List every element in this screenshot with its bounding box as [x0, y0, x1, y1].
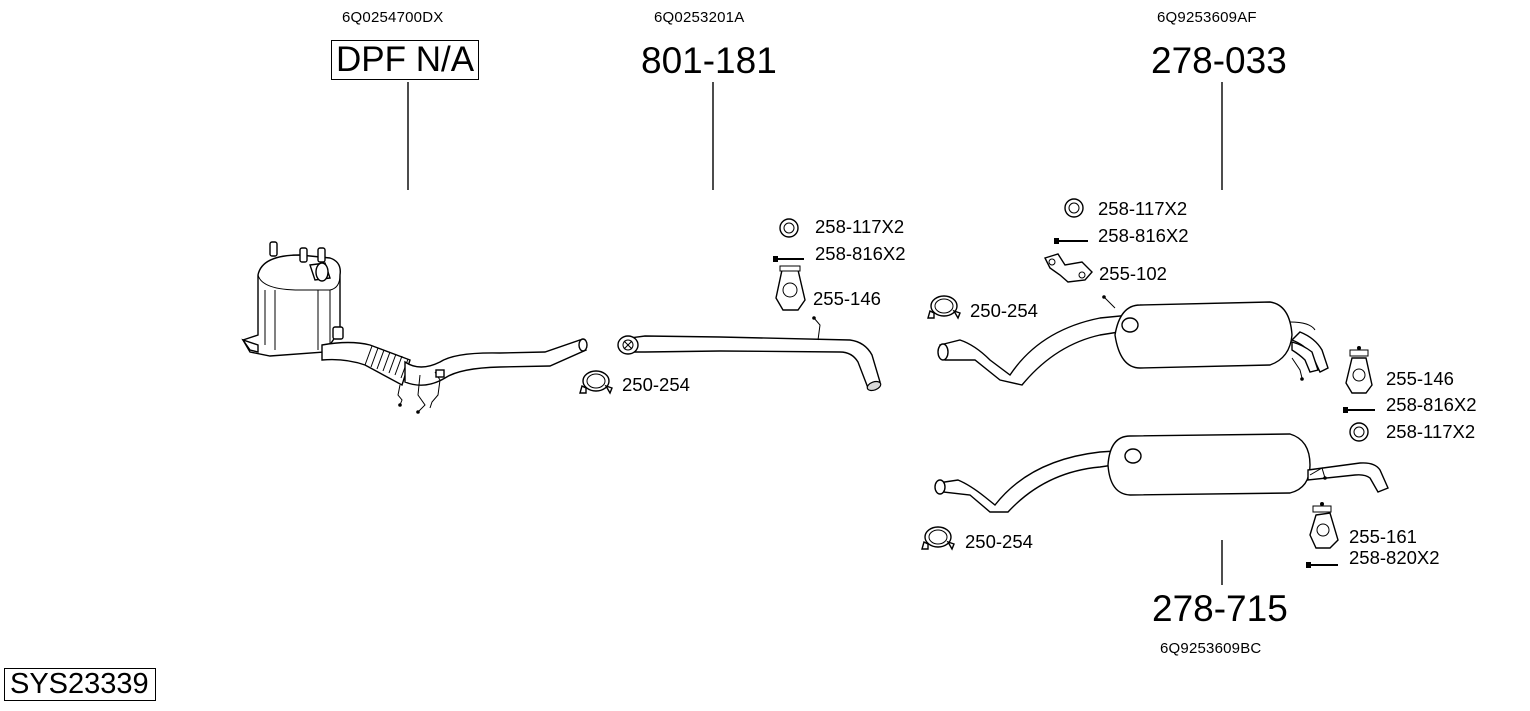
accessory-label-dpf-clamp: 250-254	[622, 374, 690, 395]
rubber-hanger-icon	[1309, 502, 1339, 549]
accessory-label-bolt: 258-820X2	[1349, 547, 1440, 568]
rubber-hanger-icon	[1345, 346, 1373, 394]
system-code: SYS23339	[4, 668, 156, 702]
part-number-rear-silencer-1[interactable]: 278-033	[1151, 40, 1287, 81]
oe-number-front-pipe: 6Q0253201A	[654, 9, 745, 26]
rear-silencer-2[interactable]	[934, 433, 1389, 513]
accessory-label-ring: 258-117X2	[1098, 198, 1188, 219]
part-number-dpf[interactable]: DPF N/A	[331, 40, 480, 80]
bolt-icon	[773, 256, 804, 262]
accessory-label-clamp: 250-254	[965, 531, 1033, 552]
oe-number-dpf: 6Q0254700DX	[342, 9, 444, 26]
ring-icon	[1349, 422, 1369, 442]
dpf-unit[interactable]	[241, 241, 588, 414]
accessory-label-hanger: 255-146	[813, 288, 881, 309]
rubber-hanger-icon	[775, 265, 806, 311]
accessory-label-hanger: 255-161	[1349, 526, 1417, 547]
bracket-icon	[1044, 253, 1093, 283]
accessory-label-ring: 258-117X2	[1386, 421, 1476, 442]
bolt-icon	[1343, 407, 1375, 413]
oe-number-rear-silencer-2: 6Q9253609BC	[1160, 640, 1262, 657]
clamp-icon	[927, 295, 961, 320]
accessory-label-hanger: 255-146	[1386, 368, 1454, 389]
accessory-label-bolt: 258-816X2	[1386, 394, 1477, 415]
rear-silencer-1[interactable]	[937, 295, 1329, 386]
accessory-label-bolt: 258-816X2	[1098, 225, 1189, 246]
accessory-label-bolt: 258-816X2	[815, 243, 906, 264]
clamp-icon	[579, 370, 613, 395]
bolt-icon	[1306, 562, 1338, 568]
front-pipe[interactable]	[617, 316, 882, 392]
part-number-front-pipe[interactable]: 801-181	[641, 40, 777, 81]
clamp-icon	[921, 526, 955, 551]
part-number-rear-silencer-2[interactable]: 278-715	[1152, 588, 1288, 629]
accessory-label-clamp: 250-254	[970, 300, 1038, 321]
ring-icon	[779, 218, 799, 238]
accessory-label-ring: 258-117X2	[815, 216, 905, 237]
oe-number-rear-silencer-1: 6Q9253609AF	[1157, 9, 1257, 26]
ring-icon	[1064, 198, 1084, 218]
bolt-icon	[1054, 238, 1088, 244]
accessory-label-bracket: 255-102	[1099, 263, 1167, 284]
